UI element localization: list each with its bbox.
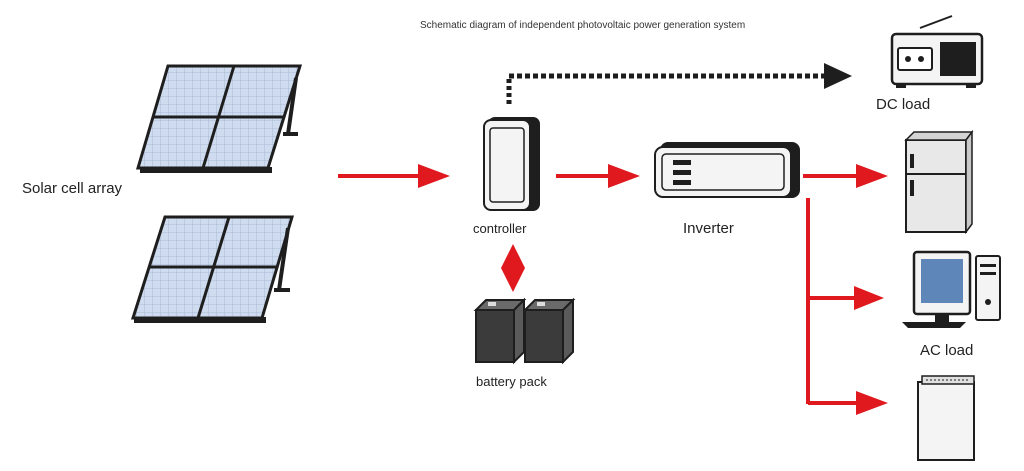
solar-cell-array-label: Solar cell array (22, 180, 123, 197)
controller-label: controller (473, 221, 527, 236)
battery-pack (473, 297, 576, 365)
diagram-title: Schematic diagram of independent photovo… (420, 20, 746, 31)
radio-icon (890, 15, 984, 88)
battery-pack-label: battery pack (476, 374, 547, 389)
computer-icon (902, 250, 1001, 328)
arrow-controller-to-dc-load (506, 63, 852, 104)
appliance-icon (917, 375, 975, 461)
arrow-solar-to-controller (338, 164, 450, 188)
refrigerator-icon (904, 129, 974, 235)
dc-load-label: DC load (876, 96, 931, 113)
inverter-device (654, 142, 800, 198)
arrow-controller-battery (501, 244, 525, 292)
arrow-inverter-to-ac-loads (803, 164, 888, 415)
controller-device (483, 117, 540, 211)
solar-panel-bottom (130, 215, 295, 323)
arrow-controller-to-inverter (556, 164, 640, 188)
ac-load-label: AC load (920, 342, 974, 359)
inverter-label: Inverter (683, 220, 734, 237)
solar-panel-top (135, 64, 303, 173)
